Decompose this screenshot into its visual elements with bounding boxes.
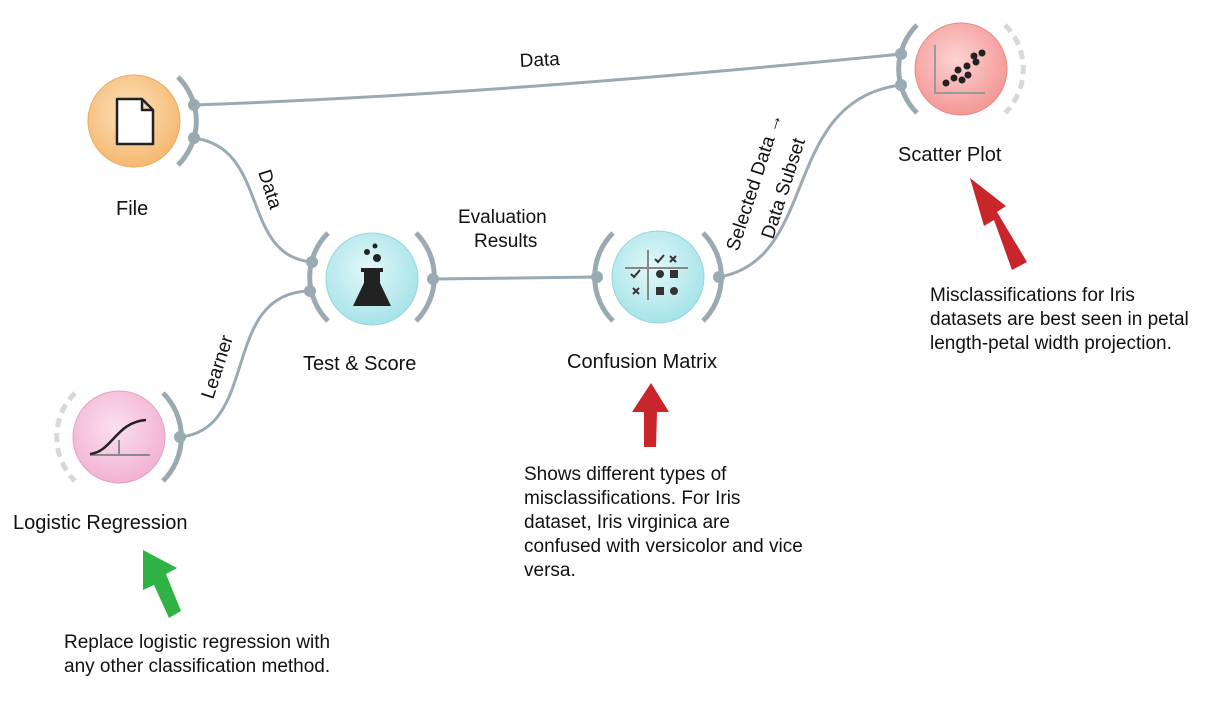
arrow-red-confusion: [632, 383, 669, 447]
flask-icon: [353, 243, 391, 306]
scatter-plot-icon: [934, 45, 986, 94]
file-icon: [115, 97, 155, 146]
widget-scatter-output-arc: [1003, 23, 1026, 115]
widget-file-output-channel[interactable]: [188, 99, 200, 111]
widget-logreg-input-arc: [54, 391, 77, 483]
sigmoid-curve-icon: [89, 418, 150, 456]
widget-test-score-output-channel[interactable]: [427, 273, 439, 285]
link-label-file-test: Data: [253, 167, 286, 212]
links: [179, 52, 902, 439]
widget-logreg-output-channel[interactable]: [174, 431, 186, 443]
widget-cm-input-channel[interactable]: [591, 271, 603, 283]
widget-test-score-input-channel-1[interactable]: [306, 256, 318, 268]
link-learner-test[interactable]: [179, 289, 311, 439]
widget-label-file: File: [116, 198, 149, 220]
widget-label-scatter-plot: Scatter Plot: [898, 144, 1002, 166]
widget-label-test-score: Test & Score: [303, 353, 417, 375]
link-file-test[interactable]: [193, 136, 313, 264]
link-file-scatter[interactable]: [193, 52, 902, 107]
link-test-cm[interactable]: [432, 275, 598, 281]
widget-test-score[interactable]: [304, 231, 439, 326]
widget-scatter-input-channel-1[interactable]: [895, 48, 907, 60]
widget-label-confusion-matrix: Confusion Matrix: [567, 351, 718, 373]
widget-file-output-arc: [176, 75, 199, 167]
widget-test-score-input-channel-2[interactable]: [304, 285, 316, 297]
widget-scatter-input-arc: [896, 23, 919, 115]
widget-scatter-plot[interactable]: [895, 22, 1026, 116]
arrow-red-scatter: [970, 178, 1027, 270]
widget-file-output-channel-2[interactable]: [188, 132, 200, 144]
widget-scatter-input-channel-2[interactable]: [895, 79, 907, 91]
confusion-matrix-icon: [625, 250, 688, 300]
link-label-eval-1: Evaluation: [458, 207, 547, 228]
note-logistic: Replace logistic regression with any oth…: [64, 632, 331, 677]
note-scatter: Misclassifications for Iris datasets are…: [930, 285, 1189, 354]
widget-logreg-circle[interactable]: [72, 390, 166, 484]
widget-test-score-input-arc: [307, 231, 330, 323]
widget-file[interactable]: [87, 74, 200, 168]
widget-confusion-matrix[interactable]: [591, 230, 725, 324]
note-confusion: Shows different types of misclassificati…: [524, 464, 803, 581]
arrow-green-logistic: [143, 550, 181, 618]
link-cm-scatter[interactable]: [718, 83, 902, 279]
widget-logistic-regression[interactable]: [54, 390, 186, 484]
widget-cm-output-channel[interactable]: [713, 271, 725, 283]
widget-label-logistic-regression: Logistic Regression: [13, 512, 188, 534]
link-label-eval-2: Results: [474, 231, 537, 252]
link-label-file-scatter: Data: [519, 49, 561, 72]
